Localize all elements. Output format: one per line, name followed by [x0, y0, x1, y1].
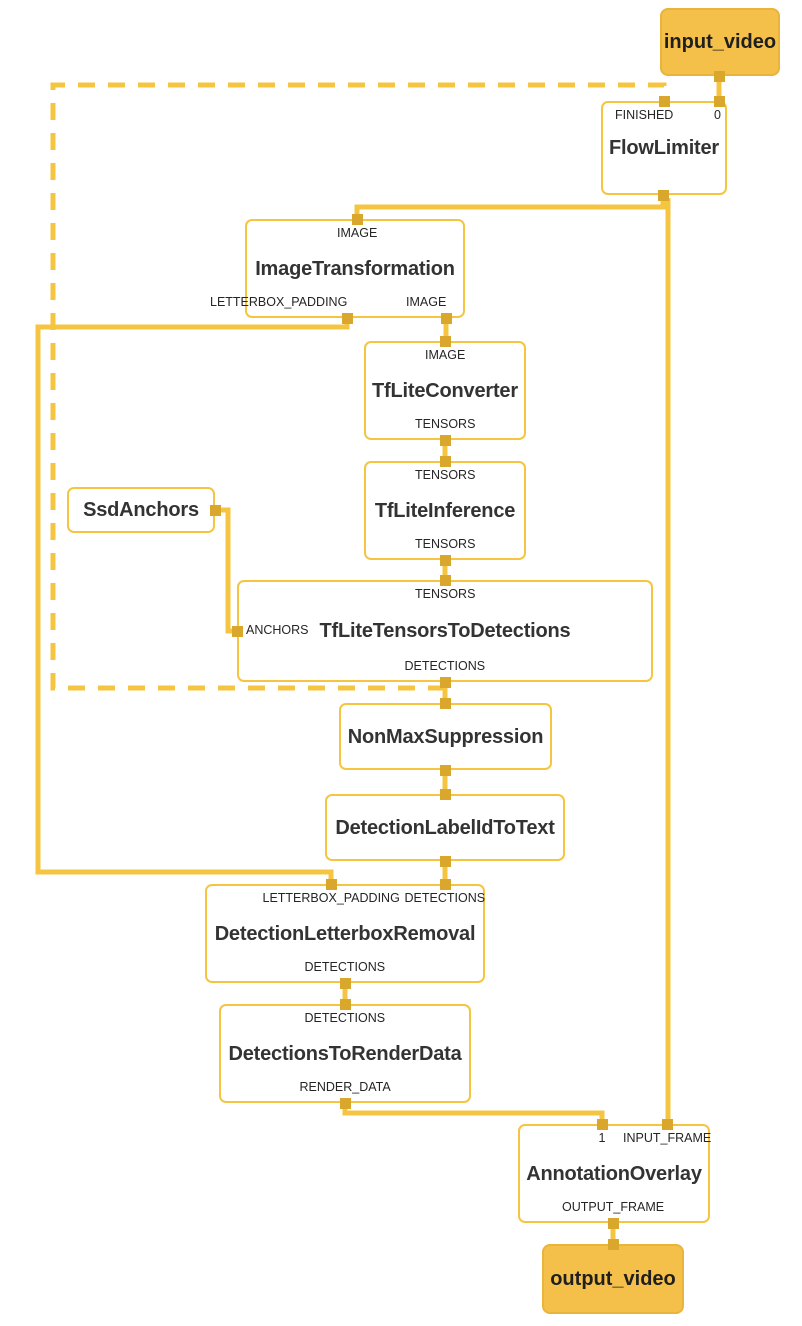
- port-label-in-detection_letterbox_removal-1: DETECTIONS: [404, 891, 486, 905]
- node-tflite_tensors_to_detections[interactable]: TfLiteTensorsToDetections: [237, 580, 653, 682]
- port-imagetransformation-image-in[interactable]: [352, 214, 363, 225]
- node-title: FlowLimiter: [608, 137, 720, 159]
- port-letterboxremoval-out[interactable]: [340, 978, 351, 989]
- node-tflite_inference[interactable]: TfLiteInference: [364, 461, 526, 560]
- port-annotationoverlay-inputframe-in[interactable]: [662, 1119, 673, 1130]
- port-detectionlabelidtotext-out[interactable]: [440, 856, 451, 867]
- port-detectionlabelidtotext-in[interactable]: [440, 789, 451, 800]
- port-label-in-annotation_overlay-1: INPUT_FRAME: [623, 1131, 712, 1145]
- node-title: DetectionLabelIdToText: [335, 816, 555, 839]
- node-detection_label_id_to_text[interactable]: DetectionLabelIdToText: [325, 794, 565, 861]
- port-label-left-tflite_tensors_to_detections-0: ANCHORS: [246, 623, 309, 637]
- port-label-out-annotation_overlay-0: OUTPUT_FRAME: [562, 1200, 665, 1214]
- stream-node-label: input_video: [663, 30, 777, 53]
- node-ssd_anchors[interactable]: SsdAnchors: [67, 487, 215, 533]
- edge-imagetransformation-letterbox-to-detectionletterboxremoval: [35, 318, 350, 884]
- port-tflitetensors-detections-out[interactable]: [440, 677, 451, 688]
- node-detection_letterbox_removal[interactable]: DetectionLetterboxRemoval: [205, 884, 485, 983]
- port-label-out-image_transformation-1: IMAGE: [406, 295, 447, 309]
- port-letterboxremoval-detections-in[interactable]: [440, 879, 451, 890]
- node-title: AnnotationOverlay: [526, 1162, 702, 1185]
- node-image_transformation[interactable]: ImageTransformation: [245, 219, 465, 318]
- port-tfliteinference-out[interactable]: [440, 555, 451, 566]
- port-label-in-detection_letterbox_removal-0: LETTERBOX_PADDING: [262, 891, 400, 905]
- node-title: ImageTransformation: [255, 257, 455, 280]
- edge-flowlimiter-finished-feedback: [50, 82, 667, 691]
- port-nonmaxsuppression-in[interactable]: [440, 698, 451, 709]
- port-label-in-flow_limiter-1: 0: [714, 108, 721, 122]
- port-annotationoverlay-out[interactable]: [608, 1218, 619, 1229]
- port-label-in-flow_limiter-0: FINISHED: [615, 108, 674, 122]
- edge-flowlimiter-to-imagetransformation: [354, 195, 666, 219]
- port-output_video-in[interactable]: [608, 1239, 619, 1250]
- port-label-out-detection_letterbox_removal-0: DETECTIONS: [304, 960, 386, 974]
- port-detectionstorenderdata-in[interactable]: [340, 999, 351, 1010]
- node-non_max_suppression[interactable]: NonMaxSuppression: [339, 703, 552, 770]
- port-tfliteconverter-out[interactable]: [440, 435, 451, 446]
- node-title: TfLiteConverter: [372, 379, 518, 402]
- node-title: NonMaxSuppression: [347, 725, 544, 748]
- port-label-in-tflite_inference-0: TENSORS: [415, 468, 476, 482]
- port-imagetransformation-image-out[interactable]: [441, 313, 452, 324]
- port-label-out-image_transformation-0: LETTERBOX_PADDING: [210, 295, 348, 309]
- port-label-out-tflite_tensors_to_detections-0: DETECTIONS: [404, 659, 486, 673]
- port-label-in-annotation_overlay-0: 1: [598, 1131, 606, 1145]
- node-title: SsdAnchors: [83, 499, 199, 521]
- port-flowlimiter-out[interactable]: [658, 190, 669, 201]
- port-imagetransformation-letterbox-out[interactable]: [342, 313, 353, 324]
- port-nonmaxsuppression-out[interactable]: [440, 765, 451, 776]
- port-tflitetensors-anchors-in[interactable]: [232, 626, 243, 637]
- port-label-in-image_transformation-0: IMAGE: [337, 226, 378, 240]
- port-label-in-detections_to_render_data-0: DETECTIONS: [304, 1011, 386, 1025]
- port-letterboxremoval-padding-in[interactable]: [326, 879, 337, 890]
- port-tfliteinference-in[interactable]: [440, 456, 451, 467]
- port-detectionstorenderdata-out[interactable]: [340, 1098, 351, 1109]
- port-tfliteconverter-in[interactable]: [440, 336, 451, 347]
- port-input_video-out[interactable]: [714, 71, 725, 82]
- port-label-out-detections_to_render_data-0: RENDER_DATA: [299, 1080, 391, 1094]
- port-flowlimiter-finished-in[interactable]: [659, 96, 670, 107]
- port-label-out-tflite_inference-0: TENSORS: [415, 537, 476, 551]
- node-title: TfLiteTensorsToDetections: [319, 620, 571, 642]
- node-title: TfLiteInference: [374, 499, 516, 522]
- stream-node-label: output_video: [550, 1267, 676, 1290]
- port-flowlimiter-video-in[interactable]: [714, 96, 725, 107]
- port-label-out-tflite_converter-0: TENSORS: [415, 417, 476, 431]
- port-label-in-tflite_tensors_to_detections-0: TENSORS: [415, 587, 476, 601]
- node-title: DetectionsToRenderData: [228, 1042, 462, 1065]
- stream-node-output_video[interactable]: output_video: [542, 1244, 684, 1314]
- port-label-in-tflite_converter-0: IMAGE: [425, 348, 466, 362]
- node-detections_to_render_data[interactable]: DetectionsToRenderData: [219, 1004, 471, 1103]
- port-tflitetensors-tensors-in[interactable]: [440, 575, 451, 586]
- node-title: DetectionLetterboxRemoval: [214, 922, 476, 945]
- port-annotationoverlay-1-in[interactable]: [597, 1119, 608, 1130]
- port-ssdanchors-out[interactable]: [210, 505, 221, 516]
- stream-node-input_video[interactable]: input_video: [660, 8, 780, 76]
